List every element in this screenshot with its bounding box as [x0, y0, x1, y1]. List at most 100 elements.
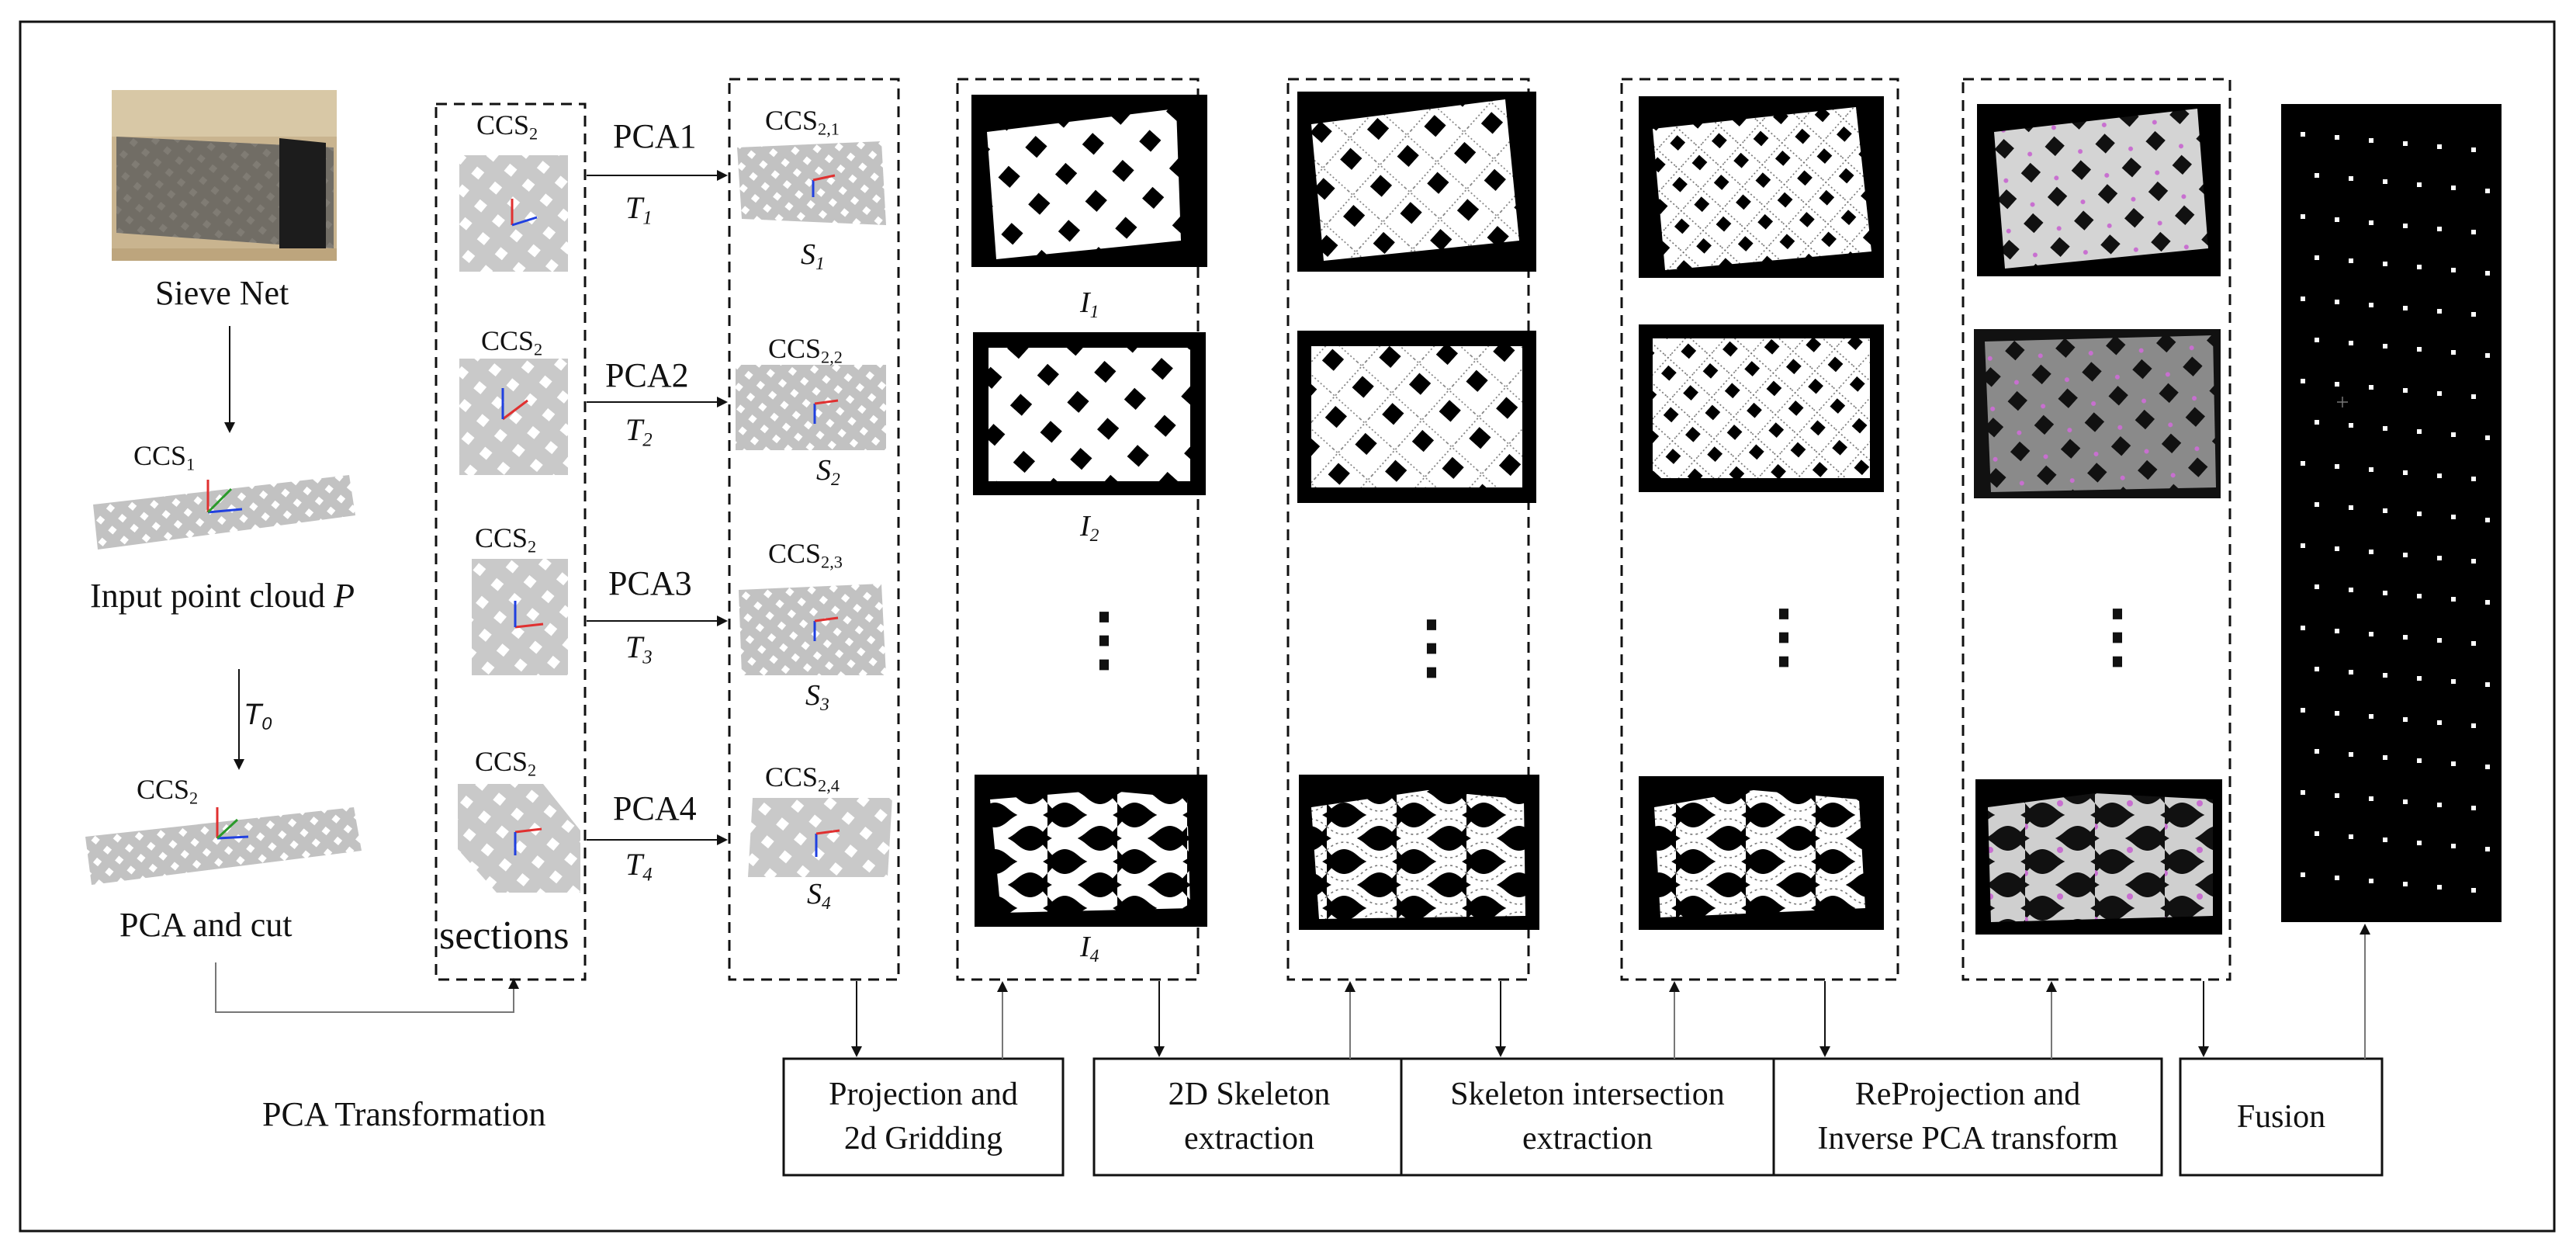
box-fusion-label: Fusion: [2180, 1059, 2382, 1175]
s2-text: S: [816, 454, 831, 487]
fusion-point: [2451, 432, 2456, 437]
fusion-point: [2335, 217, 2339, 222]
fusion-point: [2485, 271, 2490, 276]
t4-label: T4: [625, 846, 653, 886]
pca-cut-caption: PCA and cut: [119, 906, 293, 944]
fusion-point: [2349, 505, 2353, 510]
input-cloud-caption-text: Input point cloud: [90, 577, 334, 615]
section-ccs-3: CCS2: [475, 522, 536, 557]
t3-text: T: [625, 629, 643, 664]
transformed-ccs-1-sub: 2,1: [818, 119, 840, 139]
fusion-point: [2471, 806, 2476, 810]
section-thumb-3: [472, 559, 568, 675]
fusion-point: [2451, 597, 2456, 602]
cloud2-ccs-sub: 2: [189, 788, 199, 808]
fusion-point: [2451, 268, 2456, 272]
fusion-point: [2369, 467, 2373, 472]
skeleton-image-4: [1299, 775, 1539, 930]
box-intersection-line2: extraction: [1522, 1121, 1653, 1157]
fusion-point: [2349, 588, 2353, 592]
transformed-ccs-1: CCS2,1: [765, 104, 840, 140]
pca4-label: PCA4: [613, 789, 697, 827]
fusion-point: [2301, 461, 2305, 466]
reprojection-column-frame: [1961, 78, 2231, 981]
fusion-point: [2335, 135, 2339, 140]
section-ccs-4-sub: 2: [528, 760, 537, 780]
ellipsis-reprojection: ⋮: [2083, 598, 2152, 675]
fusion-point: [2485, 682, 2490, 687]
pca2-label: PCA2: [605, 356, 689, 394]
skeleton-image-2: [1297, 331, 1536, 503]
fusion-point: [2437, 473, 2442, 478]
fusion-point: [2437, 803, 2442, 807]
fusion-point: [2315, 255, 2319, 260]
fusion-point: [2437, 309, 2442, 314]
t0-text: T: [244, 699, 262, 731]
fusion-point: [2471, 230, 2476, 234]
transformed-ccs-3-sub: 2,3: [821, 552, 843, 572]
section-ccs-1-text: CCS: [476, 109, 530, 140]
t2-text: T: [625, 412, 643, 447]
fusion-point: [2383, 344, 2387, 349]
skeleton-column-frame: [1286, 78, 1530, 981]
box-projection: [782, 1057, 1065, 1177]
fusion-point: [2403, 388, 2408, 393]
outer-frame: [19, 20, 2556, 1233]
input-cloud-caption: Input point cloud P: [90, 576, 355, 616]
transformed-thumb-1: [737, 141, 886, 225]
fusion-point: [2471, 477, 2476, 481]
transformed-thumb-2: [736, 365, 886, 450]
s2-label: S2: [816, 453, 840, 491]
fusion-point: [2485, 600, 2490, 605]
fusion-point: [2369, 550, 2373, 554]
fusion-point: [2301, 626, 2305, 630]
fusion-point: [2437, 391, 2442, 396]
reprojection-image-1: [1977, 104, 2221, 276]
fusion-point: [2437, 720, 2442, 725]
skeleton-image-1: [1297, 92, 1536, 272]
section-ccs-2-sub: 2: [534, 339, 543, 359]
fusion-point: [2349, 423, 2353, 428]
t4-sub: 4: [642, 864, 653, 886]
fusion-point: [2349, 258, 2353, 263]
fusion-point: [2315, 667, 2319, 671]
fusion-point: [2349, 752, 2353, 757]
section-thumb-1: [459, 155, 568, 272]
fusion-point: [2383, 426, 2387, 431]
fusion-point: [2301, 214, 2305, 219]
cloud1-ccs-label: CCS1: [133, 439, 195, 475]
input-point-cloud: [93, 475, 355, 550]
fusion-point: [2315, 420, 2319, 425]
box-projection-line1: Projection and: [829, 1077, 1018, 1113]
section-ccs-2: CCS2: [481, 324, 542, 360]
fusion-point: [2335, 464, 2339, 469]
fusion-point: [2403, 882, 2408, 886]
fusion-point: [2403, 470, 2408, 475]
fusion-point: [2471, 888, 2476, 893]
fusion-point: [2417, 265, 2422, 269]
fusion-point: [2383, 262, 2387, 266]
i4-label: I4: [1080, 930, 1099, 967]
transformed-ccs-1-text: CCS: [765, 105, 819, 136]
fusion-point: [2403, 224, 2408, 228]
fusion-point: [2437, 885, 2442, 890]
s1-text: S: [801, 238, 815, 271]
box-intersection: [1400, 1057, 1775, 1177]
section-ccs-1: CCS2: [476, 109, 538, 144]
s2-sub: 2: [831, 470, 840, 491]
section-ccs-3-sub: 2: [528, 536, 537, 557]
fusion-point: [2301, 379, 2305, 383]
fusion-point: [2369, 138, 2373, 143]
fusion-point: [2485, 189, 2490, 193]
fusion-point: [2471, 394, 2476, 399]
fusion-point: [2301, 543, 2305, 548]
s3-text: S: [805, 679, 820, 712]
fusion-point: [2383, 179, 2387, 184]
fusion-point: [2451, 186, 2456, 190]
reprojection-image-2: [1974, 329, 2221, 498]
fusion-point: [2301, 872, 2305, 877]
